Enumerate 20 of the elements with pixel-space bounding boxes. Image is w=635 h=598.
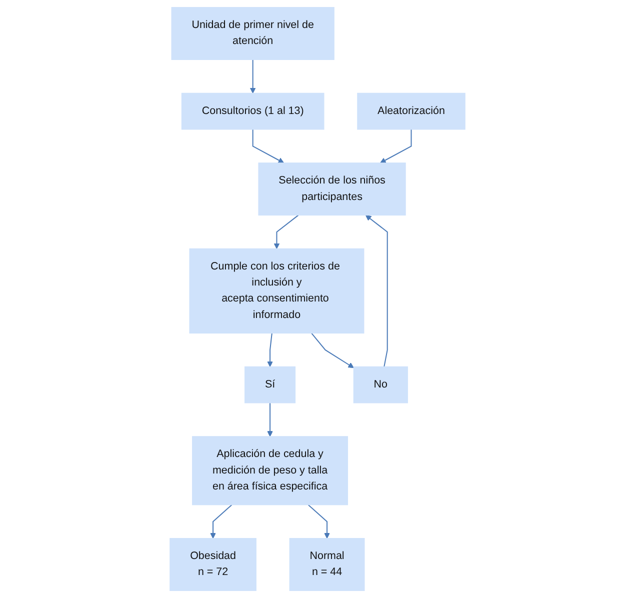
node-box: Aplicación de cedula y medición de peso y talla en área física especifica <box>192 436 348 506</box>
node-box: Aleatorización <box>357 92 466 130</box>
node-box: Cumple con los criterios de inclusión y acepta consentimiento informado <box>189 248 364 334</box>
arrow <box>311 332 354 368</box>
arrow <box>267 333 273 367</box>
node-box: Normal n = 44 <box>289 538 365 591</box>
node-box: Obesidad n = 72 <box>170 538 256 591</box>
node-box: No <box>353 366 408 404</box>
node-box: Selección de los niños participantes <box>258 162 406 216</box>
arrow <box>210 504 232 539</box>
arrow <box>252 129 284 164</box>
arrow <box>250 60 256 94</box>
node-box: Consultorios (1 al 13) <box>181 92 324 130</box>
node-box: Sí <box>244 366 296 404</box>
arrow <box>308 504 330 539</box>
arrow <box>274 214 299 249</box>
node-box: Unidad de primer nivel de atención <box>171 7 334 60</box>
arrow <box>380 129 412 164</box>
arrow <box>267 402 273 437</box>
arrow <box>365 214 388 367</box>
